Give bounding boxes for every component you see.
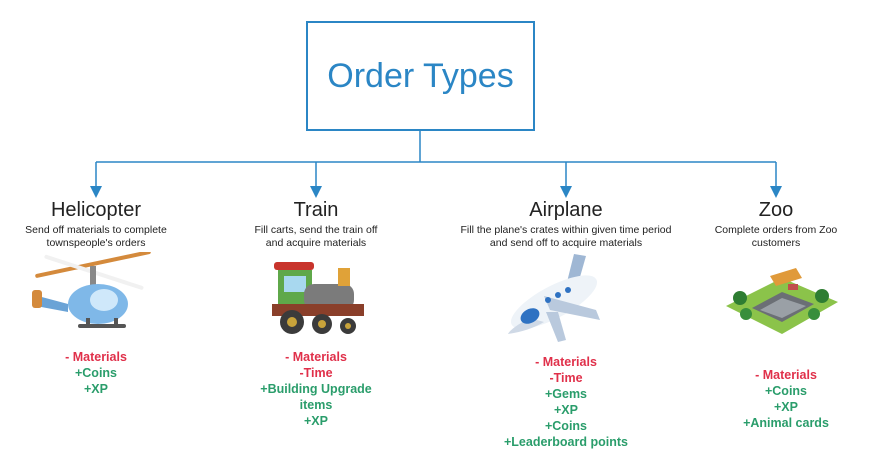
zoo-column: Zoo Complete orders from Zoo customers: [686, 198, 866, 250]
helicopter-icon: [32, 252, 151, 328]
diagram-title: Order Types: [327, 56, 514, 95]
airplane-title: Airplane: [529, 199, 603, 221]
zoo-description: Complete orders from Zoo customers: [714, 224, 838, 249]
airplane-column: Airplane Fill the plane's crates within …: [432, 198, 700, 250]
airplane-icon: [508, 254, 600, 342]
airplane-description: Fill the plane's crates within given tim…: [460, 224, 672, 249]
helicopter-column: Helicopter Send off materials to complet…: [6, 198, 186, 250]
helicopter-effects: - Materials +Coins +XP: [65, 350, 127, 396]
zoo-title: Zoo: [758, 199, 794, 221]
helicopter-description: Send off materials to complete townspeop…: [25, 224, 167, 249]
train-title: Train: [293, 199, 339, 221]
airplane-effects: - Materials -Time +Gems +XP +Coins +Lead…: [504, 355, 628, 449]
train-column: Train Fill carts, send the train off and…: [226, 198, 406, 250]
zoo-effects: - Materials +Coins +XP +Animal cards: [743, 368, 829, 430]
zoo-icon: [726, 268, 838, 334]
helicopter-title: Helicopter: [50, 199, 142, 221]
order-types-title-box: Order Types: [306, 21, 535, 131]
train-effects: - Materials -Time +Building Upgrade item…: [260, 350, 372, 428]
train-icon: [272, 262, 364, 334]
train-description: Fill carts, send the train off and acqui…: [254, 224, 378, 249]
